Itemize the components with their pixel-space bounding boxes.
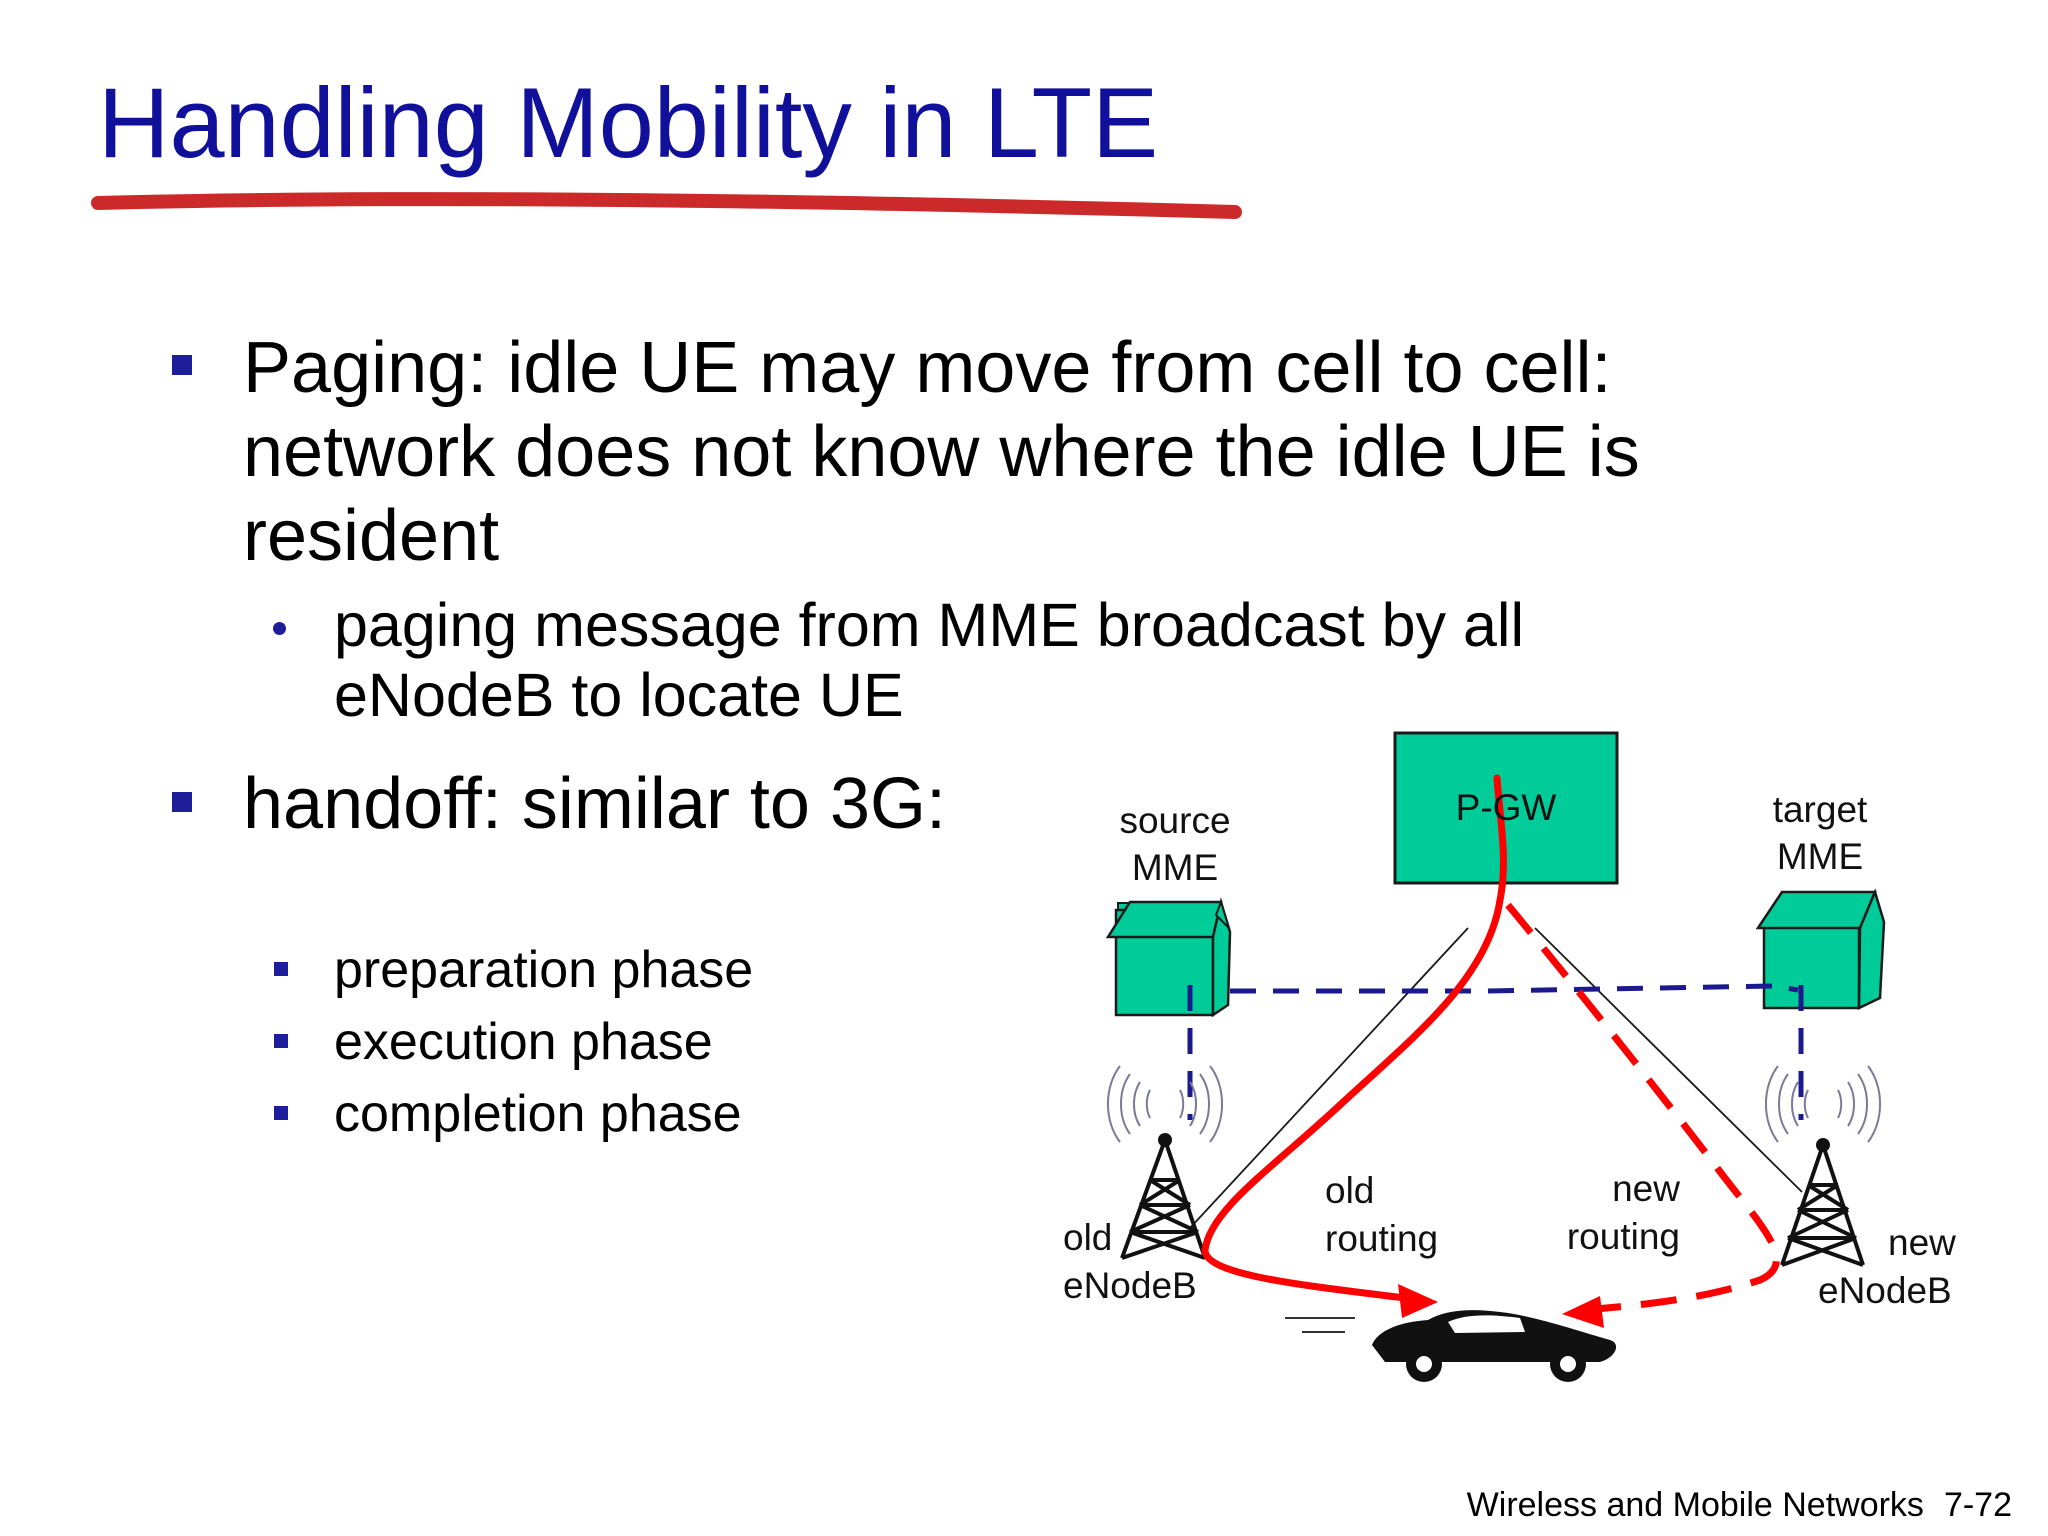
slide-footer: Wireless and Mobile Networks 7-72 (1467, 1486, 2012, 1525)
source-mme-label-line1: source (1119, 800, 1231, 841)
house-icon (1755, 888, 1886, 1010)
cell-tower-icon (1764, 1065, 1882, 1267)
old-enodeb-label-line1: old (1063, 1217, 1113, 1258)
bullet-marker (274, 962, 288, 976)
footer-page-number: 7-72 (1943, 1486, 2012, 1524)
bullet-marker (274, 1106, 288, 1120)
bullet-paging: Paging: idle UE may move from cell to ce… (243, 328, 1640, 576)
bullet-paging-detail: paging message from MME broadcast by all… (334, 591, 1525, 729)
bullet-marker (172, 792, 192, 812)
phase-completion: completion phase (334, 1085, 742, 1143)
footer-course: Wireless and Mobile Networks (1466, 1486, 1924, 1524)
source-mme-label-line2: MME (1131, 847, 1219, 888)
old-enodeb-label-line2: eNodeB (1063, 1265, 1197, 1306)
pgw-label: P-GW (1455, 787, 1557, 828)
car-icon (1285, 1310, 1617, 1382)
bullet-marker (274, 1034, 288, 1048)
new-routing-path (1505, 902, 1780, 1314)
cell-tower-icon (1106, 1065, 1224, 1260)
house-icon (1105, 897, 1232, 1018)
new-routing-label-line1: new (1612, 1168, 1680, 1209)
target-mme-label-line1: target (1772, 789, 1868, 830)
old-routing-path (1201, 774, 1507, 1302)
phase-execution: execution phase (334, 1013, 713, 1071)
title-underline (91, 192, 1242, 219)
new-enodeb-label-line1: new (1888, 1222, 1956, 1263)
phase-preparation: preparation phase (334, 941, 754, 999)
new-routing-label-line2: routing (1566, 1216, 1680, 1257)
new-enodeb-label-line2: eNodeB (1818, 1270, 1952, 1311)
old-routing-label-line2: routing (1325, 1218, 1439, 1259)
slide-title: Handling Mobility in LTE (98, 67, 1159, 178)
sub-bullet-marker (273, 622, 286, 635)
old-routing-label-line1: old (1325, 1170, 1375, 1211)
bullet-marker (172, 355, 192, 375)
bullet-handoff: handoff: similar to 3G: (243, 764, 947, 844)
target-mme-label-line2: MME (1776, 836, 1864, 877)
